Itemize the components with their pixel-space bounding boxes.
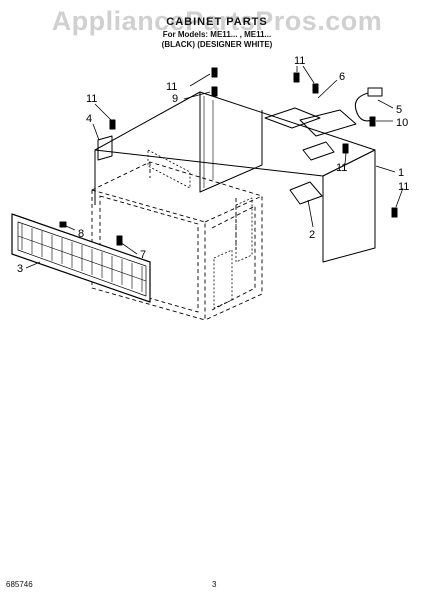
callout-11-b: 11 bbox=[294, 55, 305, 67]
cabinet-top bbox=[94, 91, 376, 177]
callout-9: 9 bbox=[172, 93, 178, 105]
callout-11-a: 11 bbox=[166, 81, 177, 93]
screws bbox=[59, 67, 398, 246]
footer-page: 3 bbox=[212, 580, 217, 589]
callout-3: 3 bbox=[17, 263, 23, 275]
callout-5: 5 bbox=[396, 104, 402, 116]
callout-10: 10 bbox=[396, 117, 408, 129]
bracket-2 bbox=[289, 181, 323, 205]
callout-4: 4 bbox=[86, 113, 92, 125]
callout-11-c: 11 bbox=[86, 93, 97, 105]
callout-7: 7 bbox=[140, 249, 146, 261]
top-plate bbox=[264, 107, 321, 129]
callout-11-e: 11 bbox=[336, 162, 347, 174]
cabinet-inner-wall bbox=[199, 92, 263, 193]
watermark: AppliancePartsPros.com bbox=[51, 6, 383, 36]
callout-1: 1 bbox=[398, 167, 404, 179]
bracket-left bbox=[97, 135, 113, 161]
model-numbers: For Models: ME11... , ME11... bbox=[162, 30, 272, 39]
callout-2: 2 bbox=[309, 229, 315, 241]
callout-11-d: 11 bbox=[398, 181, 409, 193]
wire-harness bbox=[354, 91, 373, 122]
footer-code: 685746 bbox=[6, 580, 33, 589]
cabinet-side bbox=[322, 149, 376, 263]
callout-8: 8 bbox=[78, 228, 84, 240]
callout-6: 6 bbox=[339, 71, 345, 83]
page-title: CABINET PARTS bbox=[166, 16, 268, 28]
model-variant: (BLACK) (DESIGNER WHITE) bbox=[161, 40, 273, 49]
